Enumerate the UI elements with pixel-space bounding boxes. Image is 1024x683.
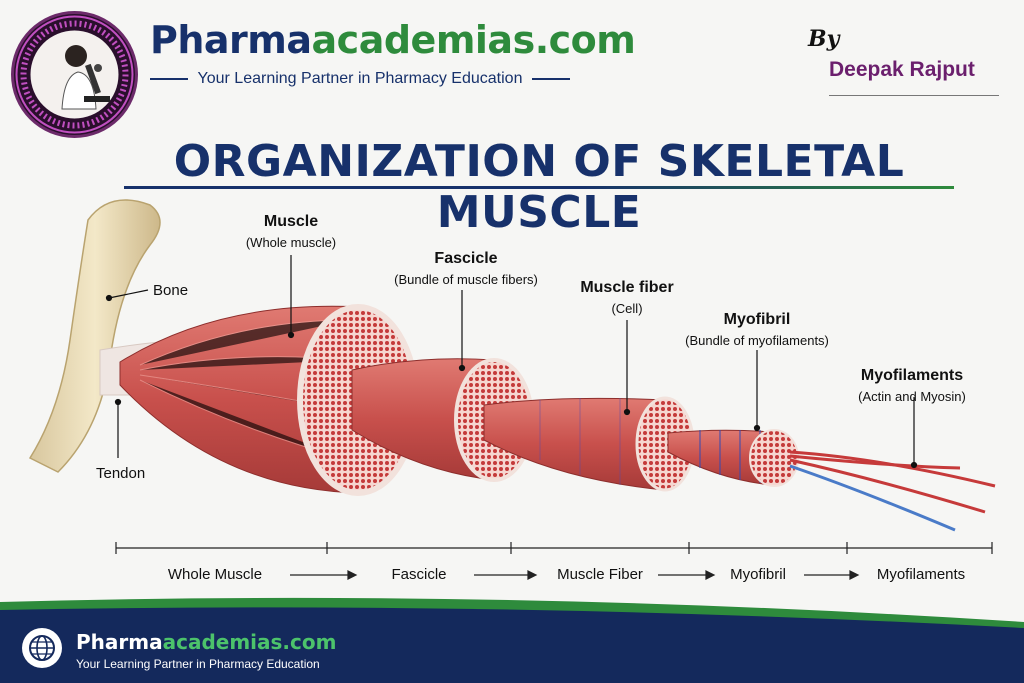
byline-rule — [829, 95, 999, 96]
sequence-item-myofibril: Myofibril — [730, 566, 786, 583]
label-myofilaments-name: Myofilaments — [860, 367, 964, 384]
label-myofibril-name: Myofibril — [723, 311, 791, 328]
header-brand-part1: Pharma — [150, 18, 312, 62]
header-brand: Pharmaacademias.com — [150, 18, 636, 62]
label-muscle: Muscle (Whole muscle) — [240, 213, 342, 250]
bone-shape — [28, 199, 161, 473]
scientist-logo-icon — [15, 15, 134, 134]
label-myofibril: Myofibril (Bundle of myofilaments) — [683, 311, 831, 348]
header-tagline-text: Your Learning Partner in Pharmacy Educat… — [197, 70, 523, 87]
footer-brand-part2: academias.com — [162, 630, 337, 654]
footer-brand: Pharmaacademias.com — [76, 630, 336, 654]
header-tagline: Your Learning Partner in Pharmacy Educat… — [150, 70, 570, 88]
label-myofibril-desc: (Bundle of myofilaments) — [685, 333, 829, 348]
tagline-rule-right — [532, 78, 570, 80]
sequence-item-fascicle: Fascicle — [391, 566, 447, 583]
label-tendon: Tendon — [96, 465, 146, 482]
sequence-item-whole-muscle: Whole Muscle — [167, 566, 263, 583]
footer-tagline: Your Learning Partner in Pharmacy Educat… — [76, 657, 320, 671]
label-fiber-desc: (Cell) — [611, 301, 643, 316]
label-muscle-desc: (Whole muscle) — [245, 235, 337, 250]
label-fascicle-name: Fascicle — [434, 250, 498, 267]
label-myofilaments: Myofilaments (Actin and Myosin) — [854, 367, 970, 404]
page-title: ORGANIZATION OF SKELETAL MUSCLE — [173, 136, 905, 238]
arrow-right-icon — [290, 570, 860, 580]
footer-brand-part1: Pharma — [76, 630, 163, 654]
label-fascicle: Fascicle (Bundle of muscle fibers) — [390, 250, 542, 287]
footer-band — [0, 597, 1024, 683]
logo-badge — [14, 14, 135, 135]
label-bone: Bone — [153, 282, 189, 299]
sequence-scale — [115, 542, 993, 580]
title-rule — [124, 186, 954, 189]
label-fascicle-desc: (Bundle of muscle fibers) — [394, 272, 538, 287]
label-fiber-name: Muscle fiber — [580, 279, 674, 296]
label-muscle-name: Muscle — [263, 213, 319, 230]
label-myofilaments-desc: (Actin and Myosin) — [858, 389, 966, 404]
header-brand-part2: academias.com — [311, 18, 636, 62]
tagline-rule-left — [150, 78, 188, 80]
myofilaments-strands — [789, 450, 996, 532]
globe-icon — [22, 628, 62, 668]
myofibril-cross-section — [749, 429, 799, 487]
byline-author: Deepak Rajput — [829, 58, 975, 81]
sequence-item-myofilaments: Myofilaments — [876, 566, 966, 583]
label-fiber: Muscle fiber (Cell) — [574, 279, 680, 316]
muscle-illustration — [28, 199, 996, 532]
byline-by: By — [808, 26, 840, 52]
sequence-item-muscle-fiber: Muscle Fiber — [557, 566, 643, 583]
